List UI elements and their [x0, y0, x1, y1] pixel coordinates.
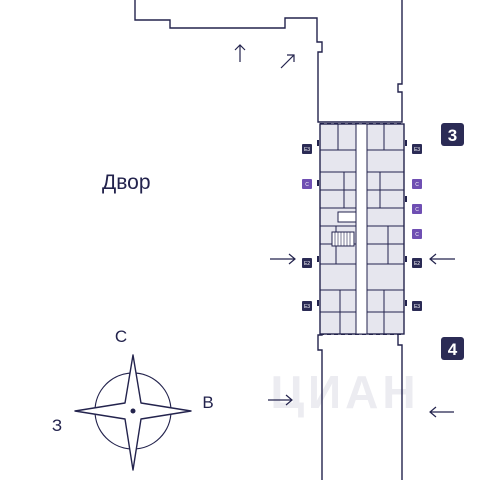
apartment-badge[interactable]: E3	[412, 144, 422, 154]
top-building-outline	[134, 0, 403, 123]
arrow-left-icon	[429, 406, 454, 418]
svg-text:E3: E3	[304, 147, 310, 153]
apartment-badge[interactable]: C	[412, 179, 422, 189]
svg-text:3: 3	[448, 126, 457, 145]
svg-text:C: C	[415, 182, 419, 188]
apartment-badge[interactable]: E3	[302, 301, 312, 311]
apartment-badge[interactable]: C	[302, 179, 312, 189]
arrow-up-icon	[234, 44, 246, 62]
yard-label: Двор	[102, 171, 151, 194]
apartment-badge[interactable]: C	[412, 204, 422, 214]
svg-text:4: 4	[448, 340, 458, 359]
apartment-badge[interactable]: E2	[302, 258, 312, 268]
compass-rose: С В З	[52, 327, 214, 471]
compass-east-label: В	[202, 393, 213, 412]
arrow-right-icon	[268, 394, 293, 406]
arrow-left-icon	[429, 253, 455, 265]
svg-text:E3: E3	[414, 147, 420, 153]
svg-text:E3: E3	[414, 304, 420, 310]
apartment-badges: E3 E3 C C C C E2 E2	[302, 144, 422, 311]
compass-west-label: З	[52, 416, 62, 435]
floor-plan-block	[317, 123, 407, 335]
svg-text:C: C	[415, 207, 419, 213]
apartment-badge[interactable]: E3	[412, 301, 422, 311]
svg-text:E2: E2	[304, 261, 310, 267]
svg-text:C: C	[305, 182, 309, 188]
section-badge-4[interactable]: 4	[441, 337, 464, 360]
svg-text:E2: E2	[414, 261, 420, 267]
apartment-badge[interactable]: E2	[412, 258, 422, 268]
entrance-arrows	[234, 44, 455, 418]
arrow-right-icon	[270, 253, 296, 265]
apartment-badge[interactable]: E3	[302, 144, 312, 154]
section-badge-3[interactable]: 3	[441, 123, 464, 146]
arrow-diagonal-icon	[280, 54, 295, 69]
apartment-badge[interactable]: C	[412, 229, 422, 239]
svg-text:E3: E3	[304, 304, 310, 310]
watermark: ЦИАН	[270, 366, 419, 418]
compass-north-label: С	[115, 327, 127, 346]
svg-text:C: C	[415, 232, 419, 238]
